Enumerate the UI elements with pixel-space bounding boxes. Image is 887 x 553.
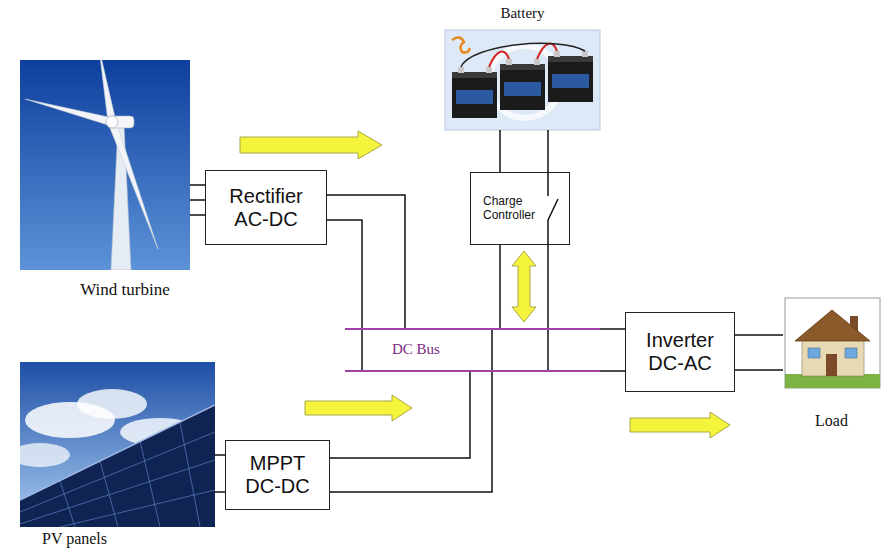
flow-arrow [305, 395, 412, 421]
converter-box: Inverter DC-AC [625, 312, 735, 392]
wire [215, 491, 225, 493]
wire [190, 184, 205, 186]
wire [215, 454, 225, 456]
battery-picture [445, 30, 600, 130]
charge-controller-box: Charge Controller [470, 172, 570, 245]
pv-panels-photo [20, 422, 215, 527]
battery-picture [445, 30, 600, 130]
node-label: MPPT DC-DC [232, 452, 323, 498]
wire-pair [500, 245, 548, 372]
wire-pair [735, 335, 783, 370]
converter-box: MPPT DC-DC [225, 440, 330, 510]
wire [327, 195, 405, 328]
house-picture [785, 298, 880, 388]
wind-turbine-photo [99, 60, 116, 123]
wire-pair [500, 130, 548, 172]
battery-picture [504, 82, 541, 96]
node-label: Inverter DC-AC [632, 329, 728, 375]
battery-picture [452, 78, 497, 118]
flow-arrow [630, 412, 730, 438]
house-picture [826, 354, 837, 376]
load-node: Load [783, 298, 880, 430]
pv-panels-photo [20, 405, 215, 527]
wind-turbine-photo [20, 60, 190, 270]
pv-panels-photo [20, 405, 215, 500]
battery-picture [506, 59, 512, 65]
wire-pair [330, 328, 492, 492]
battery-picture [489, 52, 509, 67]
house-picture [785, 298, 880, 388]
wire [600, 328, 625, 330]
battery-picture [537, 44, 557, 59]
house-picture [845, 348, 857, 358]
node-label: PV panels [42, 530, 107, 548]
wind-turbine-photo [25, 99, 113, 126]
pv-panels-node: PV panels [20, 362, 215, 548]
wire-pair [600, 329, 625, 371]
house-picture [802, 340, 864, 376]
battery-picture [452, 37, 470, 52]
wire [330, 372, 470, 458]
wire [547, 130, 549, 172]
wire-pair [215, 455, 225, 492]
battery-picture [534, 59, 540, 65]
flow-arrow [240, 131, 382, 159]
node-label: Charge Controller [483, 195, 539, 223]
pv-panels-photo [20, 443, 70, 467]
battery-picture [548, 62, 593, 102]
pv-panels-photo [20, 362, 215, 527]
wire [735, 334, 783, 336]
node-label: Wind turbine [80, 280, 170, 300]
switch-symbol [548, 172, 558, 245]
flow-arrow [512, 251, 536, 322]
pv-panels-photo [77, 389, 147, 419]
wire [600, 370, 625, 372]
wire [499, 130, 501, 172]
battery-picture [554, 51, 560, 57]
wire-pair [190, 185, 205, 215]
battery-node: Battery [445, 5, 600, 130]
wire [499, 245, 501, 328]
flow-arrow [512, 251, 536, 322]
dc-bus-band: DC Bus [345, 328, 600, 372]
node-label: DC Bus [392, 341, 440, 358]
battery-picture [486, 67, 492, 73]
wire [190, 214, 205, 216]
battery-picture [552, 74, 589, 88]
wire [190, 199, 205, 201]
wire [735, 369, 783, 371]
battery-picture [461, 43, 585, 67]
battery-picture [500, 70, 545, 110]
node-label: Rectifier AC-DC [212, 185, 320, 231]
battery-picture [456, 90, 493, 104]
wire [330, 328, 492, 492]
node-label: Battery [500, 5, 544, 22]
wire [547, 245, 549, 372]
battery-picture [458, 67, 464, 73]
house-picture [808, 348, 820, 358]
wind-turbine-photo [108, 121, 158, 249]
battery-picture [582, 51, 588, 57]
wind-turbine-node: Wind turbine [20, 60, 190, 300]
house-picture [795, 310, 870, 341]
wind-turbine-photo [106, 116, 118, 128]
node-label: Load [815, 412, 848, 430]
converter-box: Rectifier AC-DC [205, 170, 327, 245]
